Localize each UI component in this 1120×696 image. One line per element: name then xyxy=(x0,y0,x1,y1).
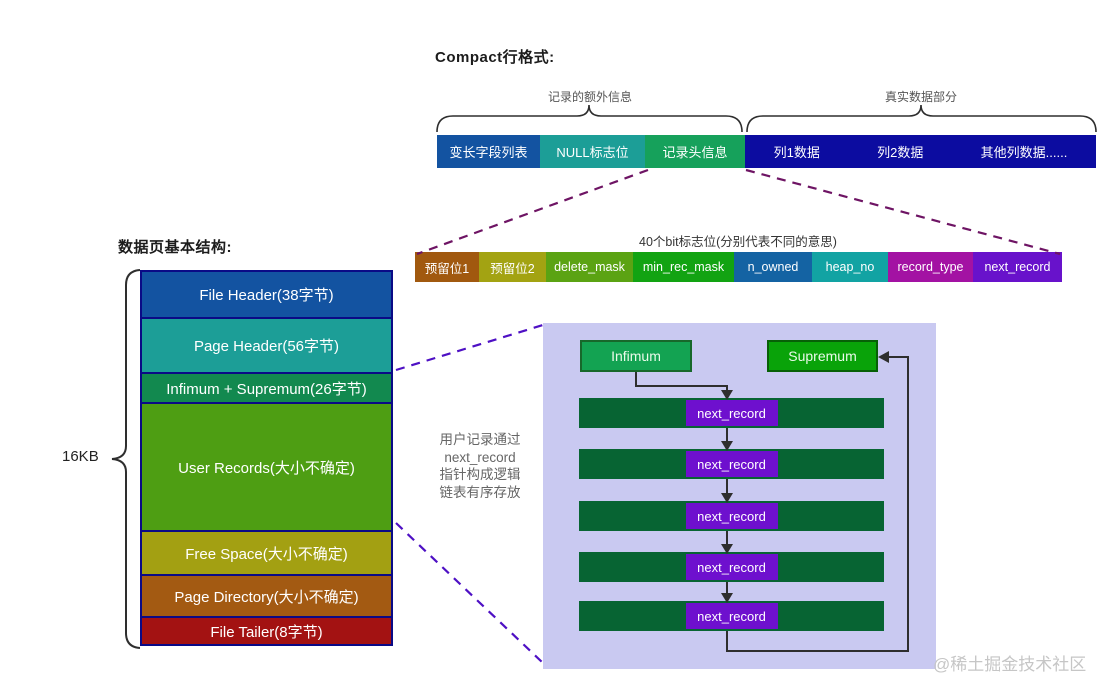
column2-data-label: 列2数据 xyxy=(877,145,924,160)
dashed-line-records-bottom xyxy=(395,522,544,664)
segment-real-data: 列1数据 列2数据 其他列数据...... xyxy=(745,135,1096,168)
compact-row: 变长字段列表 NULL标志位 记录头信息 列1数据 列2数据 其他列数据....… xyxy=(437,135,1096,168)
note-line: 链表有序存放 xyxy=(439,484,521,500)
real-data-brace xyxy=(746,104,1097,133)
extra-info-label: 记录的额外信息 xyxy=(547,90,633,104)
next-record-pointer: next_record xyxy=(685,554,778,580)
note-line: 用户记录通过 xyxy=(439,432,521,447)
supremum-box: Supremum xyxy=(767,340,878,372)
segment-null-flags: NULL标志位 xyxy=(540,135,645,168)
next-record-pointer: next_record xyxy=(685,503,778,529)
record-row: next_record xyxy=(579,501,884,531)
extra-info-brace xyxy=(436,104,743,133)
block-user-records: User Records(大小不确定) xyxy=(142,402,391,530)
bitflag-min-rec-mask: min_rec_mask xyxy=(633,252,734,282)
bitflag-n-owned: n_owned xyxy=(734,252,812,282)
bitflag-delete-mask: delete_mask xyxy=(546,252,633,282)
linked-list-note: 用户记录通过 next_record 指针构成逻辑 链表有序存放 xyxy=(408,431,552,501)
next-record-pointer: next_record xyxy=(685,400,778,426)
block-page-header: Page Header(56字节) xyxy=(142,317,391,372)
note-line: next_record xyxy=(444,449,516,465)
block-file-header: File Header(38字节) xyxy=(142,272,391,317)
record-row: next_record xyxy=(579,552,884,582)
note-line: 指针构成逻辑 xyxy=(439,467,521,482)
record-row: next_record xyxy=(579,398,884,428)
compact-row-title: Compact行格式: xyxy=(435,49,555,66)
infimum-box: Infimum xyxy=(580,340,692,372)
block-page-directory: Page Directory(大小不确定) xyxy=(142,574,391,616)
bitflag-next-record: next_record xyxy=(973,252,1062,282)
record-row: next_record xyxy=(579,449,884,479)
record-row: next_record xyxy=(579,601,884,631)
segment-varlen-list: 变长字段列表 xyxy=(437,135,540,168)
bitflag-heap-no: heap_no xyxy=(812,252,888,282)
record-linked-list-panel: Infimum Supremum next_record next_record… xyxy=(543,323,936,669)
segment-record-header: 记录头信息 xyxy=(645,135,745,168)
next-record-pointer: next_record xyxy=(685,451,778,477)
watermark: @稀土掘金技术社区 xyxy=(933,655,1087,674)
page-structure-title: 数据页基本结构: xyxy=(118,239,232,256)
other-columns-label: 其他列数据...... xyxy=(980,145,1068,160)
column1-data-label: 列1数据 xyxy=(773,145,820,160)
bit-flags-row: 预留位1 预留位2 delete_mask min_rec_mask n_own… xyxy=(415,252,1062,282)
dashed-line-header-left xyxy=(416,168,649,256)
bitflag-record-type: record_type xyxy=(888,252,973,282)
bitflag-reserved2: 预留位2 xyxy=(479,252,546,282)
block-free-space: Free Space(大小不确定) xyxy=(142,530,391,574)
real-data-label: 真实数据部分 xyxy=(884,90,958,104)
page-size-label: 16KB xyxy=(62,448,99,465)
bitflag-reserved1: 预留位1 xyxy=(415,252,479,282)
bit-flags-caption: 40个bit标志位(分别代表不同的意思) xyxy=(639,235,837,249)
block-infimum-supremum: Infimum + Supremum(26字节) xyxy=(142,372,391,402)
dashed-line-records-top xyxy=(395,323,544,372)
size-brace xyxy=(111,269,141,649)
block-file-tailer: File Tailer(8字节) xyxy=(142,616,391,644)
next-record-pointer: next_record xyxy=(685,603,778,629)
page-structure-stack: File Header(38字节) Page Header(56字节) Infi… xyxy=(140,270,393,646)
